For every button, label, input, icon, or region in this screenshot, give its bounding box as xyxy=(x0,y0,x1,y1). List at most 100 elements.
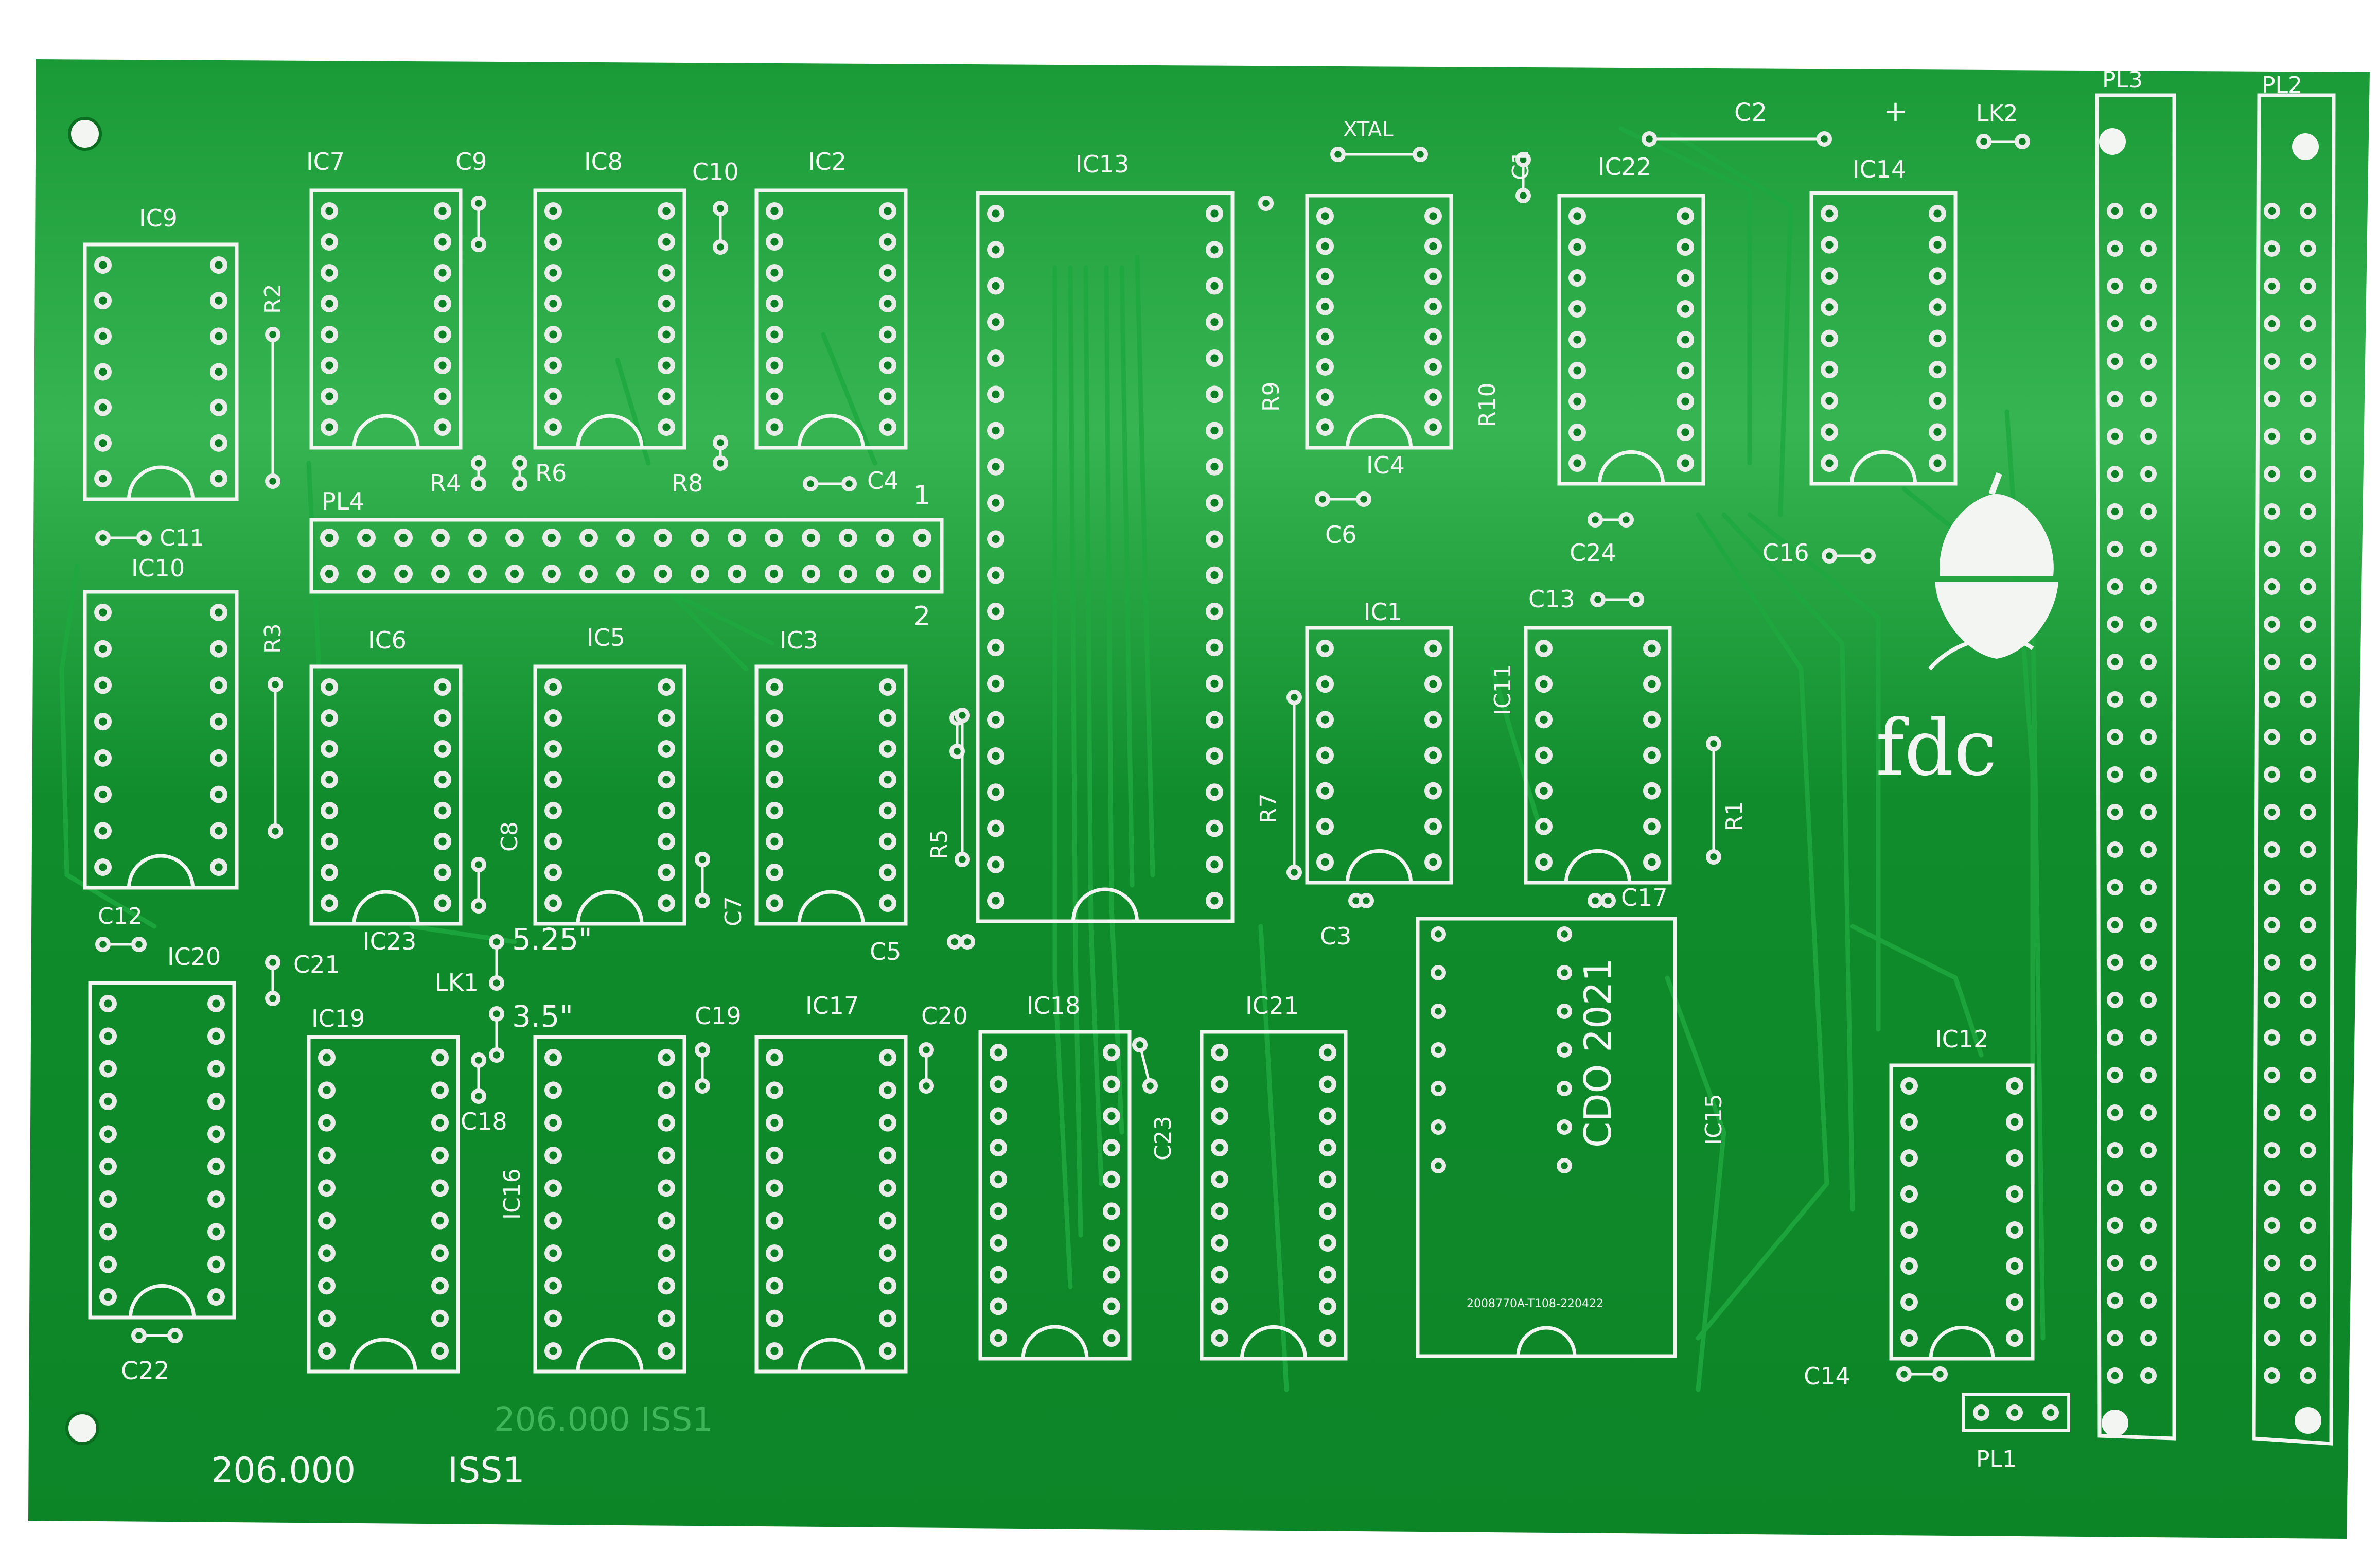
drill-hole xyxy=(547,569,556,578)
drill-hole xyxy=(1321,751,1329,760)
copper-trace xyxy=(1135,255,1155,877)
drill-hole xyxy=(662,899,671,907)
passive-component xyxy=(1132,1037,1158,1094)
label-c11: C11 xyxy=(160,525,204,551)
drill-hole xyxy=(2111,883,2119,891)
drill-hole xyxy=(959,712,966,719)
drill-hole xyxy=(104,1097,112,1105)
drill-hole xyxy=(516,480,523,487)
drill-hole xyxy=(884,1086,892,1094)
drill-hole xyxy=(2011,1154,2019,1162)
label-ic5: IC5 xyxy=(587,624,625,652)
drill-hole xyxy=(438,269,447,277)
label-ic9: IC9 xyxy=(139,204,178,232)
drill-hole xyxy=(992,897,1000,905)
drill-hole xyxy=(770,300,779,308)
drill-hole xyxy=(549,1086,557,1094)
drill-hole xyxy=(436,1119,444,1127)
drill-hole xyxy=(1210,390,1219,398)
drill-hole xyxy=(884,1314,892,1323)
drill-hole xyxy=(475,480,482,487)
drill-hole xyxy=(1648,715,1656,724)
drill-hole xyxy=(1324,1144,1332,1152)
copper-trace xyxy=(821,332,877,466)
board-issue: ISS1 xyxy=(448,1450,525,1491)
mounting-hole xyxy=(2295,1407,2321,1434)
label-c2: C2 xyxy=(1734,98,1767,127)
ic-outline xyxy=(976,191,1235,923)
ic-outline xyxy=(754,664,908,926)
passive-component xyxy=(471,857,486,914)
drill-hole xyxy=(1324,1334,1332,1342)
pl4-header xyxy=(309,518,944,594)
drill-hole xyxy=(436,1347,444,1355)
drill-hole xyxy=(436,1249,444,1257)
drill-hole xyxy=(1107,1239,1116,1247)
ic-notch xyxy=(1345,849,1413,883)
copper-trace xyxy=(1052,265,1073,1289)
drill-hole xyxy=(1429,393,1437,401)
drill-hole xyxy=(1681,336,1689,344)
drill-hole xyxy=(2111,282,2119,290)
drill-hole xyxy=(325,683,333,691)
drill-hole xyxy=(662,1347,671,1355)
ic-outline xyxy=(1889,1063,2035,1361)
drill-hole xyxy=(549,1217,557,1225)
drill-hole xyxy=(325,238,333,246)
drill-hole xyxy=(2304,244,2312,253)
drill-hole xyxy=(325,330,333,339)
drill-hole xyxy=(1321,787,1329,795)
drill-hole xyxy=(662,1086,671,1094)
drill-hole xyxy=(662,269,671,277)
drill-hole xyxy=(2268,1033,2276,1042)
drill-hole xyxy=(323,1217,331,1225)
drill-hole xyxy=(212,1130,220,1138)
drill-hole xyxy=(325,533,334,542)
drill-hole xyxy=(884,207,892,215)
label-c16: C16 xyxy=(1762,539,1809,567)
mounting-hole xyxy=(2102,1410,2128,1436)
passive-component xyxy=(1642,131,1832,147)
drill-hole xyxy=(325,392,333,400)
label-pl4: PL4 xyxy=(322,487,364,515)
drill-hole xyxy=(1573,336,1581,344)
drill-hole xyxy=(923,1082,930,1090)
label-ic1: IC1 xyxy=(1364,598,1402,626)
drill-hole xyxy=(473,533,482,542)
drill-hole xyxy=(516,460,523,467)
board-part-number: 206.000 xyxy=(211,1450,356,1491)
label-r1: R1 xyxy=(1721,801,1748,831)
drill-hole xyxy=(325,899,333,907)
drill-hole xyxy=(135,941,143,948)
drill-hole xyxy=(99,475,107,483)
drill-hole xyxy=(99,754,107,762)
drill-hole xyxy=(1321,212,1329,220)
drill-hole xyxy=(806,569,816,578)
drill-hole xyxy=(549,714,557,722)
drill-hole xyxy=(1107,1175,1116,1184)
drill-hole xyxy=(662,361,671,370)
passive-component xyxy=(1588,893,1616,908)
drill-hole xyxy=(662,806,671,815)
drill-hole xyxy=(1429,423,1437,431)
drill-hole xyxy=(325,837,333,846)
ic-socket xyxy=(83,242,239,501)
drill-hole xyxy=(2011,1298,2019,1306)
drill-hole xyxy=(2011,1262,2019,1270)
drill-hole xyxy=(2144,883,2153,891)
label-r3: R3 xyxy=(260,623,286,654)
drill-hole xyxy=(1905,1082,1913,1090)
drill-hole xyxy=(992,535,1000,543)
drill-hole xyxy=(1905,1118,1913,1126)
drill-hole xyxy=(732,533,742,542)
drill-hole xyxy=(2268,1146,2276,1154)
drill-hole xyxy=(992,282,1000,290)
label-size525: 5.25" xyxy=(512,922,592,957)
drill-hole xyxy=(212,1195,220,1203)
drill-hole xyxy=(99,534,107,541)
drill-hole xyxy=(438,392,447,400)
label-ic10: IC10 xyxy=(131,554,185,582)
drill-hole xyxy=(438,868,447,876)
drill-hole xyxy=(992,679,1000,688)
drill-hole xyxy=(323,1314,331,1323)
